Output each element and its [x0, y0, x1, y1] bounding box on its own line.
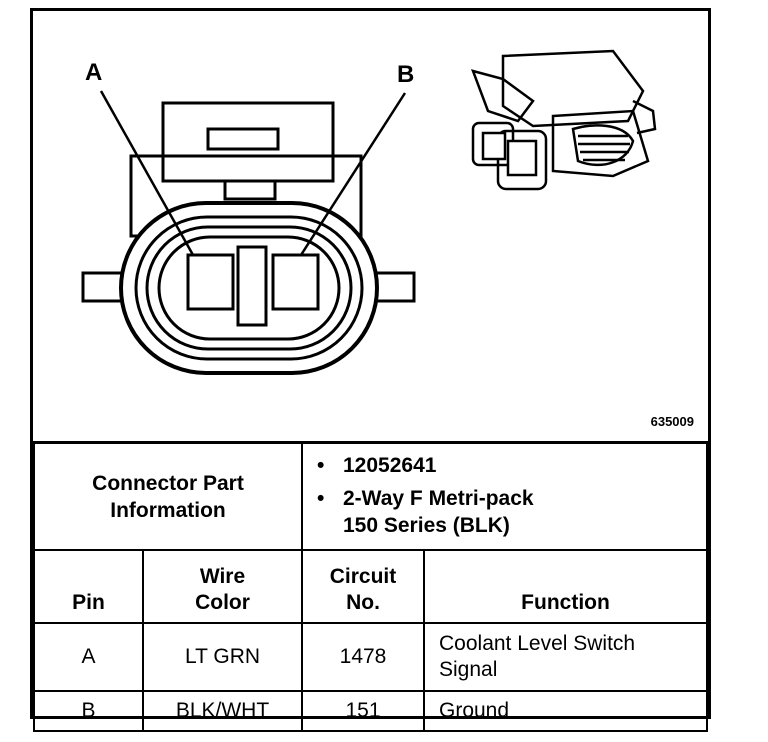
- connector-diagram: A B 635009: [33, 11, 708, 441]
- pin-a-label: A: [85, 59, 103, 86]
- row-a-wire-color: LT GRN: [142, 622, 303, 692]
- table-header-row: Pin Wire Color Circuit No. Function: [33, 549, 708, 624]
- connector-part-label-line1: Connector Part: [92, 471, 244, 495]
- connector-description-line1: 2-Way F Metri-pack: [343, 487, 534, 510]
- header-wire-color: Wire Color: [142, 549, 303, 624]
- connector-description-line2: 150 Series (BLK): [343, 514, 510, 537]
- table-row: B BLK/WHT 151 Ground: [33, 690, 708, 732]
- header-circuit-no: Circuit No.: [301, 549, 425, 624]
- header-pin: Pin: [33, 549, 144, 624]
- connector-isometric-sketch: [470, 49, 657, 191]
- connector-figure-frame: A B 635009 Connector Part Information • …: [30, 8, 711, 732]
- connector-part-info-label: Connector Part Information: [33, 441, 303, 551]
- table-row: A LT GRN 1478 Coolant Level Switch Signa…: [33, 622, 708, 692]
- row-b-wire-color: BLK/WHT: [142, 690, 303, 732]
- connector-part-info-values: • 12052641 • 2-Way F Metri-pack 150 Seri…: [301, 441, 708, 551]
- bullet-icon: •: [317, 454, 325, 477]
- pin-b-label: B: [397, 61, 415, 88]
- connector-table: Connector Part Information • 12052641 • …: [33, 441, 708, 732]
- connector-part-label-line2: Information: [110, 498, 226, 522]
- part-number: 12052641: [343, 454, 437, 477]
- row-b-function: Ground: [423, 690, 708, 732]
- bullet-icon: •: [317, 487, 325, 510]
- connector-face-drawing: [81, 49, 657, 375]
- row-a-pin: A: [33, 622, 144, 692]
- row-b-circuit: 151: [301, 690, 425, 732]
- connector-part-info-row: Connector Part Information • 12052641 • …: [33, 441, 708, 551]
- header-function: Function: [423, 549, 708, 624]
- row-a-circuit: 1478: [301, 622, 425, 692]
- figure-id: 635009: [650, 414, 694, 429]
- row-b-pin: B: [33, 690, 144, 732]
- row-a-function: Coolant Level Switch Signal: [423, 622, 708, 692]
